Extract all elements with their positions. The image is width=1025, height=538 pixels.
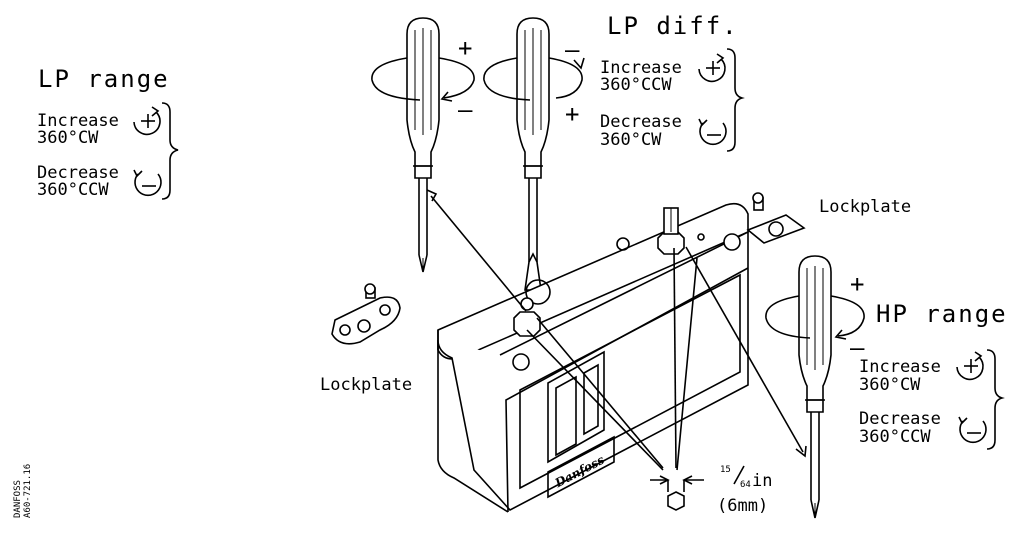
fraction-slash — [733, 465, 745, 485]
plus-circle-icon — [133, 106, 161, 136]
top-screw-1 — [616, 237, 630, 251]
minus-sign: – — [458, 96, 474, 124]
lp-range-increase-label: Increase — [37, 111, 119, 131]
lp-range-spindle — [513, 279, 551, 337]
hp-range-brace — [986, 349, 1005, 450]
hp-range-title: HP range — [876, 300, 1008, 328]
hp-range-increase-angle: 360°CW — [859, 375, 921, 395]
plus-sign: + — [458, 34, 474, 62]
footer-brand: DANFOSS — [13, 480, 23, 518]
lp-range-increase-angle: 360°CW — [37, 128, 99, 148]
minus-sign: – — [565, 36, 581, 64]
screwdriver-lp-diff: – + — [483, 17, 585, 291]
plus-sign: + — [565, 100, 581, 128]
lockplate-right-label: Lockplate — [819, 197, 911, 217]
footer-reference: DANFOSS A60-721.16 — [13, 464, 33, 518]
hp-range-block: HP range Increase 360°CW Decrease 360°CC… — [859, 300, 1008, 450]
lockplate-right-part — [746, 192, 806, 244]
footer-code: A60-721.16 — [23, 464, 33, 518]
lp-range-title: LP range — [38, 65, 170, 93]
plus-circle-icon — [698, 53, 726, 83]
minus-circle-icon — [133, 169, 162, 197]
hp-range-decrease-label: Decrease — [859, 409, 941, 429]
lockplate-left-label: Lockplate — [320, 375, 412, 395]
top-screw-2 — [697, 233, 705, 241]
lp-range-block: LP range Increase 360°CW Decrease 360°CC… — [37, 65, 179, 200]
lp-diff-title: LP diff. — [607, 12, 739, 40]
hex-key-detail — [650, 475, 704, 511]
lp-diff-spindle — [657, 207, 685, 255]
minus-sign: – — [850, 334, 866, 362]
lp-diff-decrease-label: Decrease — [600, 112, 682, 132]
lp-diff-decrease-angle: 360°CW — [600, 130, 662, 150]
lp-diff-brace — [726, 48, 745, 152]
lp-diff-block: LP diff. Increase 360°CCW Decrease 360°C… — [600, 12, 745, 152]
plus-sign: + — [850, 270, 866, 298]
corner-screw-right — [723, 233, 741, 251]
hp-range-decrease-angle: 360°CCW — [859, 427, 931, 447]
screwdriver-lp-range: + – — [371, 17, 475, 273]
hex-size-unit: in — [752, 471, 772, 491]
minus-circle-icon — [698, 118, 727, 146]
plus-circle-icon — [956, 351, 984, 381]
leader-lines — [426, 189, 807, 471]
lp-range-brace — [161, 102, 179, 200]
screwdriver-hp-range: + – — [765, 255, 866, 519]
hex-size-denominator: 64 — [740, 480, 751, 490]
pressure-switch-housing: Danfoss — [437, 202, 749, 513]
lp-range-decrease-angle: 360°CCW — [37, 180, 109, 200]
corner-screw-left — [512, 353, 530, 371]
lockplate-left-part — [331, 283, 401, 345]
lp-range-decrease-label: Decrease — [37, 163, 119, 183]
hex-size-metric: (6mm) — [717, 496, 768, 516]
lp-diff-increase-angle: 360°CCW — [600, 75, 672, 95]
minus-circle-icon — [958, 416, 987, 444]
lp-diff-increase-label: Increase — [600, 58, 682, 78]
hex-size-numerator: 15 — [720, 465, 731, 475]
hp-range-increase-label: Increase — [859, 357, 941, 377]
